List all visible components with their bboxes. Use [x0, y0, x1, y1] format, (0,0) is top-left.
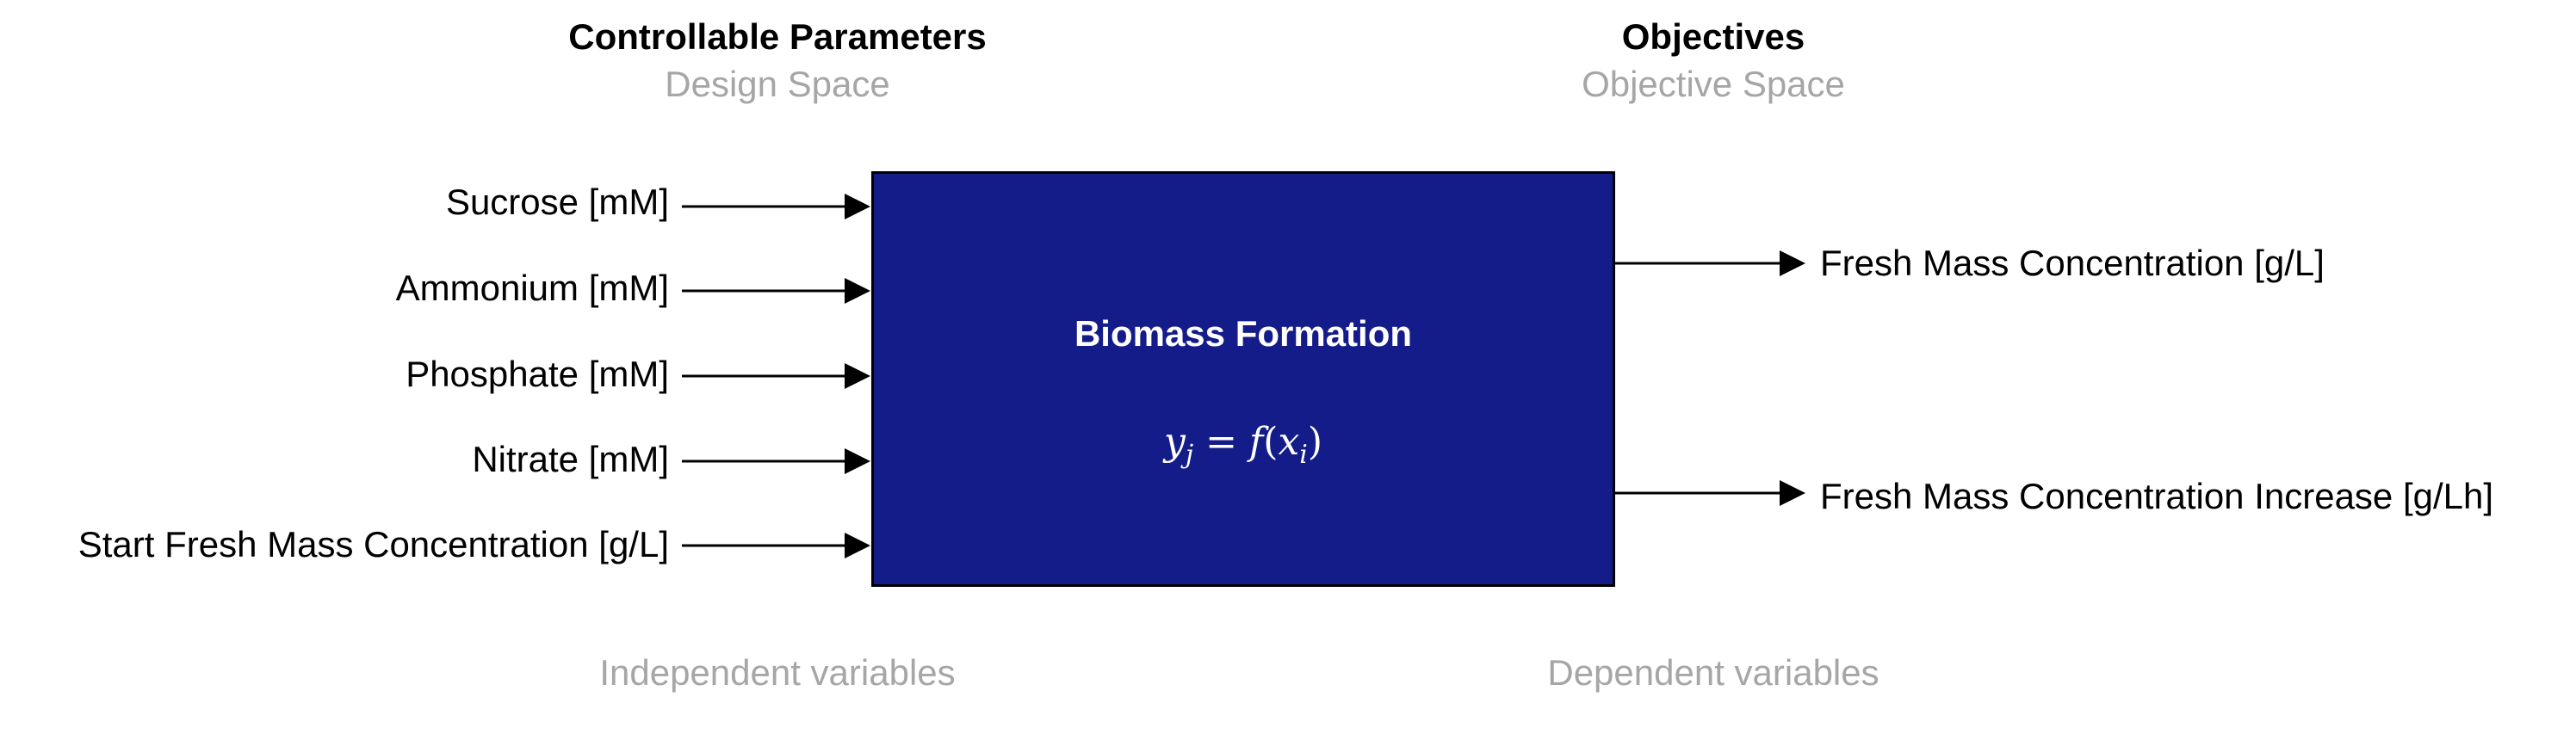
design-space-subheading: Design Space	[665, 64, 890, 104]
input-label-phosphate: Phosphate [mM]	[406, 354, 669, 394]
process-formula: yj = f(xi)	[871, 419, 1615, 478]
formula-x: x	[1278, 420, 1300, 464]
process-box	[871, 171, 1615, 587]
formula-paren-open: (	[1263, 420, 1279, 464]
formula-paren-close: )	[1307, 420, 1323, 464]
formula-rhs: =	[1193, 420, 1249, 464]
formula-subscript-j: j	[1185, 439, 1194, 470]
input-label-sucrose: Sucrose [mM]	[445, 182, 669, 222]
objectives-heading: Objectives	[1621, 16, 1805, 57]
output-label-fresh-mass-concentration: Fresh Mass Concentration [g/L]	[1820, 243, 2325, 283]
input-label-nitrate: Nitrate [mM]	[472, 439, 669, 479]
controllable-parameters-heading: Controllable Parameters	[568, 16, 987, 57]
input-label-start-fresh-mass: Start Fresh Mass Concentration [g/L]	[77, 524, 669, 564]
formula-f: f	[1248, 420, 1264, 464]
objective-space-subheading: Objective Space	[1582, 64, 1845, 104]
formula-subscript-i: i	[1299, 439, 1308, 470]
formula-y: y	[1163, 420, 1186, 464]
independent-variables-caption: Independent variables	[599, 652, 956, 693]
output-label-fresh-mass-increase: Fresh Mass Concentration Increase [g/Lh]	[1820, 476, 2494, 516]
dependent-variables-caption: Dependent variables	[1547, 652, 1879, 693]
process-title: Biomass Formation	[1074, 313, 1413, 354]
input-label-ammonium: Ammonium [mM]	[395, 268, 669, 308]
